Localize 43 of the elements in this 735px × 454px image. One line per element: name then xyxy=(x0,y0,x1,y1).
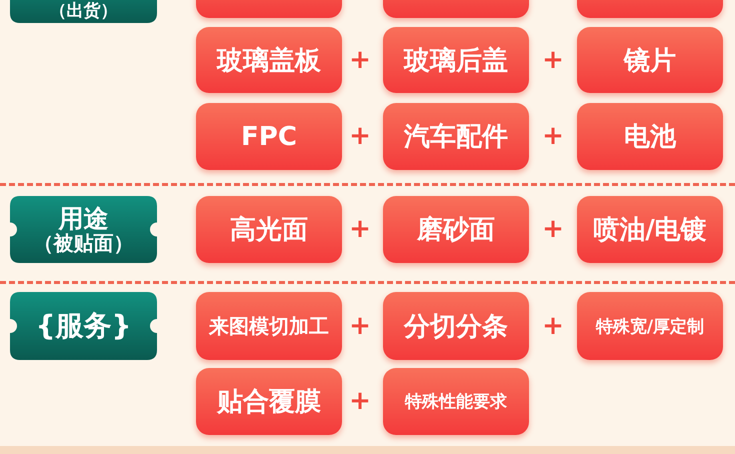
box-label: 玻璃后盖 xyxy=(404,44,508,78)
category-box xyxy=(577,27,723,93)
tag-label: （出货） xyxy=(50,2,118,21)
ticket-tag xyxy=(10,292,157,360)
plus-sign: + xyxy=(541,311,565,341)
box-label: 分切分条 xyxy=(404,310,508,344)
plus-sign: + xyxy=(541,214,565,244)
plus-sign: + xyxy=(541,45,565,75)
box-label: 电池 xyxy=(624,121,676,154)
plus-sign: + xyxy=(348,121,372,151)
plus-sign: + xyxy=(348,386,372,416)
category-box xyxy=(577,103,723,170)
category-box xyxy=(577,196,723,263)
ticket-tag xyxy=(10,196,157,263)
plus-sign: + xyxy=(348,45,372,75)
box-label: 贴合覆膜 xyxy=(217,386,321,419)
box-label: 特殊宽/厚定制 xyxy=(596,316,704,338)
box-label: 汽车配件 xyxy=(404,121,508,154)
tag-label: （被贴面） xyxy=(34,232,134,254)
category-box xyxy=(196,368,342,435)
category-box xyxy=(577,292,723,360)
category-box xyxy=(383,27,529,93)
box-label: 玻璃盖板 xyxy=(217,44,321,78)
plus-sign: + xyxy=(348,214,372,244)
category-box xyxy=(196,196,342,263)
category-box xyxy=(383,292,529,360)
box-label: 高光面 xyxy=(230,214,308,247)
box-label: 喷油/电镀 xyxy=(593,214,707,247)
category-box xyxy=(196,27,342,93)
category-box xyxy=(196,292,342,360)
tag-label: 用途 xyxy=(58,204,108,232)
box-label: FPC xyxy=(241,122,297,152)
box-label: 磨砂面 xyxy=(417,214,495,247)
category-box xyxy=(383,196,529,263)
tag-label: {服务} xyxy=(36,310,132,342)
category-box xyxy=(383,368,529,435)
plus-sign: + xyxy=(348,311,372,341)
box-label: 镜片 xyxy=(624,44,676,78)
category-box xyxy=(383,103,529,170)
box-label: 来图模切加工 xyxy=(209,312,329,340)
plus-sign: + xyxy=(541,121,565,151)
box-label: 特殊性能要求 xyxy=(405,391,507,413)
category-box xyxy=(196,103,342,170)
